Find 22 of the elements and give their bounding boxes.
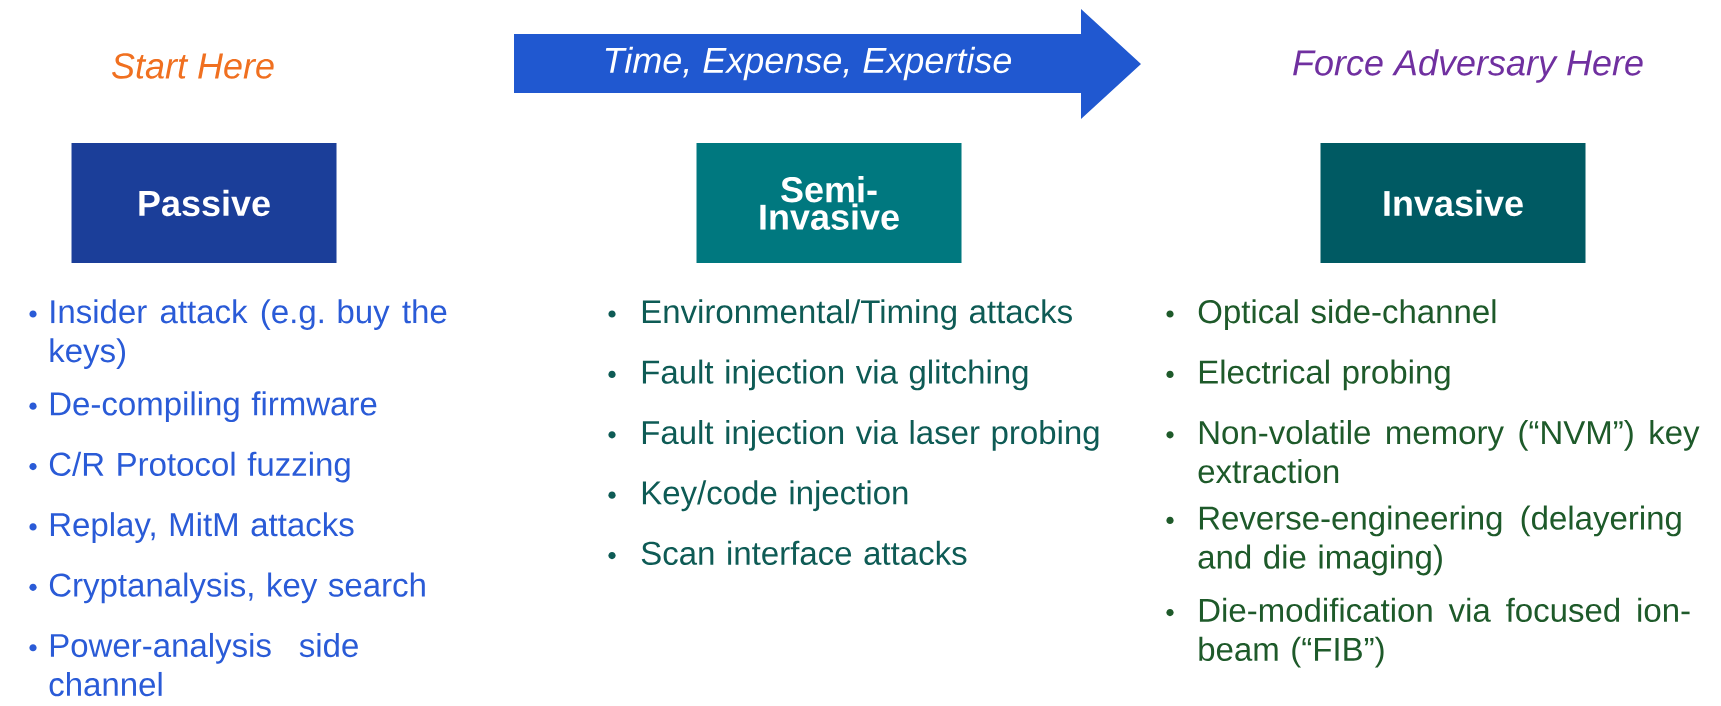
bullet-item: Optical side-channel xyxy=(1166,299,1496,330)
bullet-item: Reverse-engineering (delayering and die imaging) xyxy=(1166,505,1681,576)
category-box: Passive xyxy=(71,143,337,263)
bullet-item: Replay, MitM attacks xyxy=(29,512,354,543)
category-box: Invasive xyxy=(1320,143,1586,263)
bullet-item: Fault injection via laser probing xyxy=(608,419,1099,451)
bullet-item: Key/code injection xyxy=(608,480,908,512)
bullet-item: Insider attack (e.g. buy the keys) xyxy=(29,299,447,369)
arrow-banner: Time, Expense, Expertise xyxy=(514,9,1141,119)
bullet-item: Electrical probing xyxy=(1166,359,1450,391)
bullet-item: Non-volatile memory (“NVM”) key extraction xyxy=(1166,419,1700,484)
bullet-item: Fault injection via glitching xyxy=(608,359,1028,391)
bullet-item: Die-modification via focused ion-beam (“FIB”) xyxy=(1166,597,1690,668)
bullet-item: C/R Protocol fuzzing xyxy=(29,451,350,483)
bullet-item: Cryptanalysis, key search xyxy=(29,572,425,604)
bullet-item: Environmental/Timing attacks xyxy=(608,299,1072,330)
bullet-item: Scan interface attacks xyxy=(608,540,967,565)
bullet-item: Power-analysis side channel xyxy=(29,632,358,697)
category-box: Semi-Invasive xyxy=(696,143,962,263)
bullet-item: De-compiling firmware xyxy=(29,391,377,423)
heading-text: Force Adversary Here xyxy=(1293,49,1643,83)
heading-text: Start Here xyxy=(112,53,274,79)
